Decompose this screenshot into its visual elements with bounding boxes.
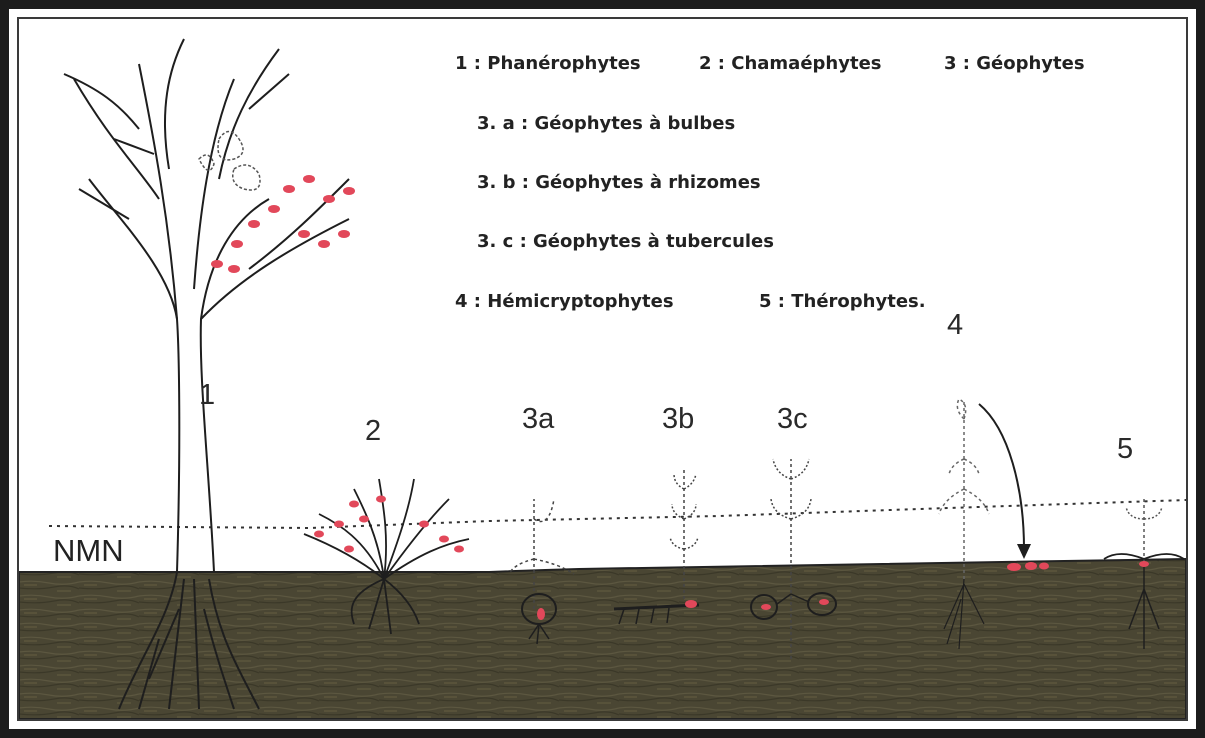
label-plant-2: 2 [365,415,381,448]
shrub-buds [314,496,464,553]
label-plant-3c: 3c [777,403,808,436]
label-plant-1: 1 [199,379,215,412]
nmn-label: NMN [53,533,124,569]
legend-geophytes: 3 : Géophytes [944,53,1085,74]
plant-4-hemicryptophyte [939,399,989,579]
tree-buds [211,175,355,273]
legend-geophytes-rhizomes: 3. b : Géophytes à rhizomes [477,172,761,193]
rhizome-bud [685,600,697,608]
legend-therophytes: 5 : Thérophytes. [759,291,926,312]
label-plant-3a: 3a [522,403,554,436]
diagram-canvas: 1 : Phanérophytes 2 : Chamaéphytes 3 : G… [17,17,1188,721]
therophyte-bud [1139,561,1149,567]
legend-geophytes-tubers: 3. c : Géophytes à tubercules [477,231,774,252]
legend-chamaephytes: 2 : Chamaéphytes [699,53,882,74]
hemicryptophyte-arrowhead [1017,544,1031,559]
label-plant-3b: 3b [662,403,694,436]
hemicryptophyte-arrow [979,404,1024,549]
snow-level-line [49,500,1186,528]
legend-geophytes-bulbs: 3. a : Géophytes à bulbes [477,113,735,134]
label-plant-4: 4 [947,309,963,342]
legend-phanerophytes: 1 : Phanérophytes [455,53,641,74]
label-plant-5: 5 [1117,433,1133,466]
legend-hemicryptophytes: 4 : Hémicryptophytes [455,291,674,312]
bulb-bud [537,608,545,620]
